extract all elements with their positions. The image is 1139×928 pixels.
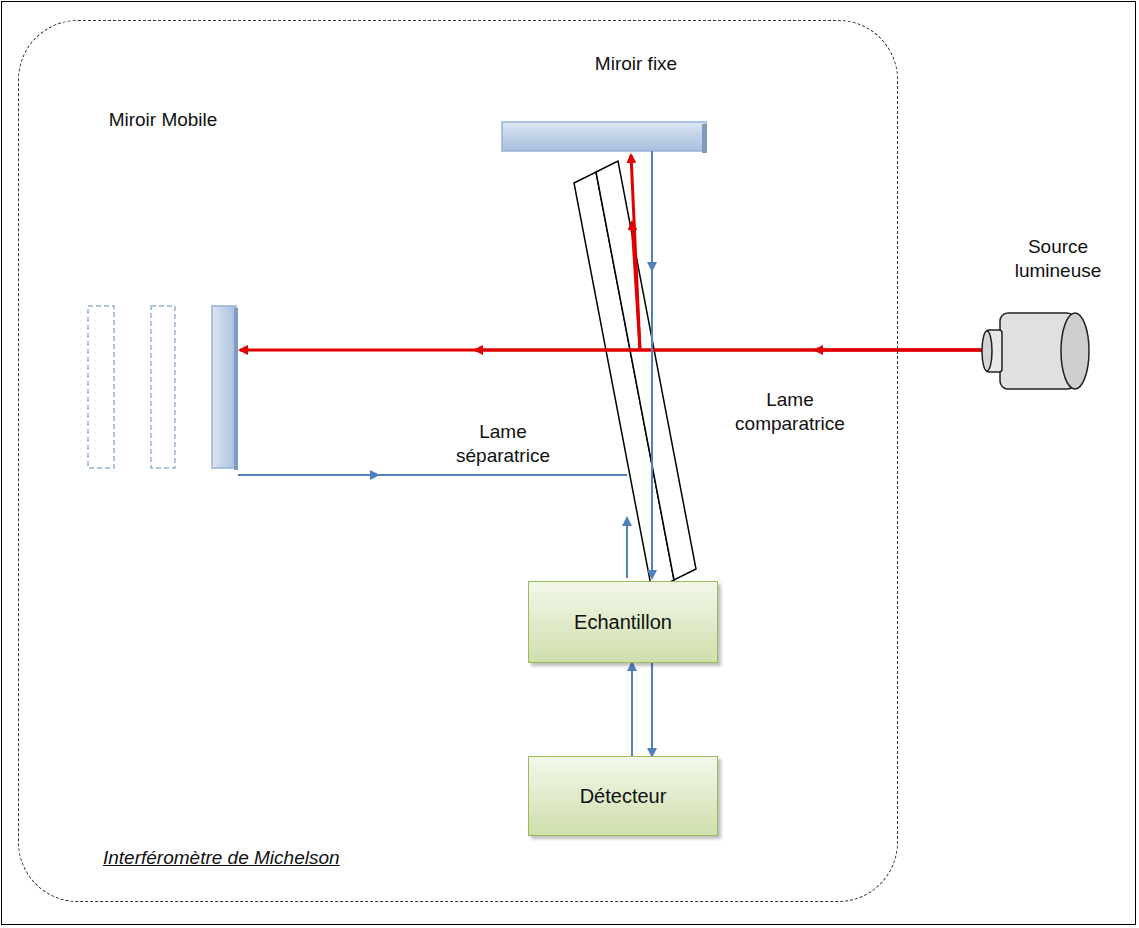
plate-label: Lame comparatrice [725, 388, 855, 436]
detector-box: Détecteur [528, 756, 718, 836]
beam-arrow [651, 663, 653, 756]
plate-label: Lame séparatrice [443, 420, 563, 468]
beam-arrow [631, 663, 633, 756]
mirror-label: Miroir Mobile [73, 108, 253, 132]
sample-box: Echantillon [528, 581, 718, 663]
region-title: Interféromètre de Michelson [103, 847, 340, 869]
box-label: Echantillon [564, 607, 682, 638]
source-label: Source lumineuse [998, 235, 1118, 283]
mirror-label: Miroir fixe [556, 52, 716, 76]
box-label: Détecteur [570, 781, 677, 812]
